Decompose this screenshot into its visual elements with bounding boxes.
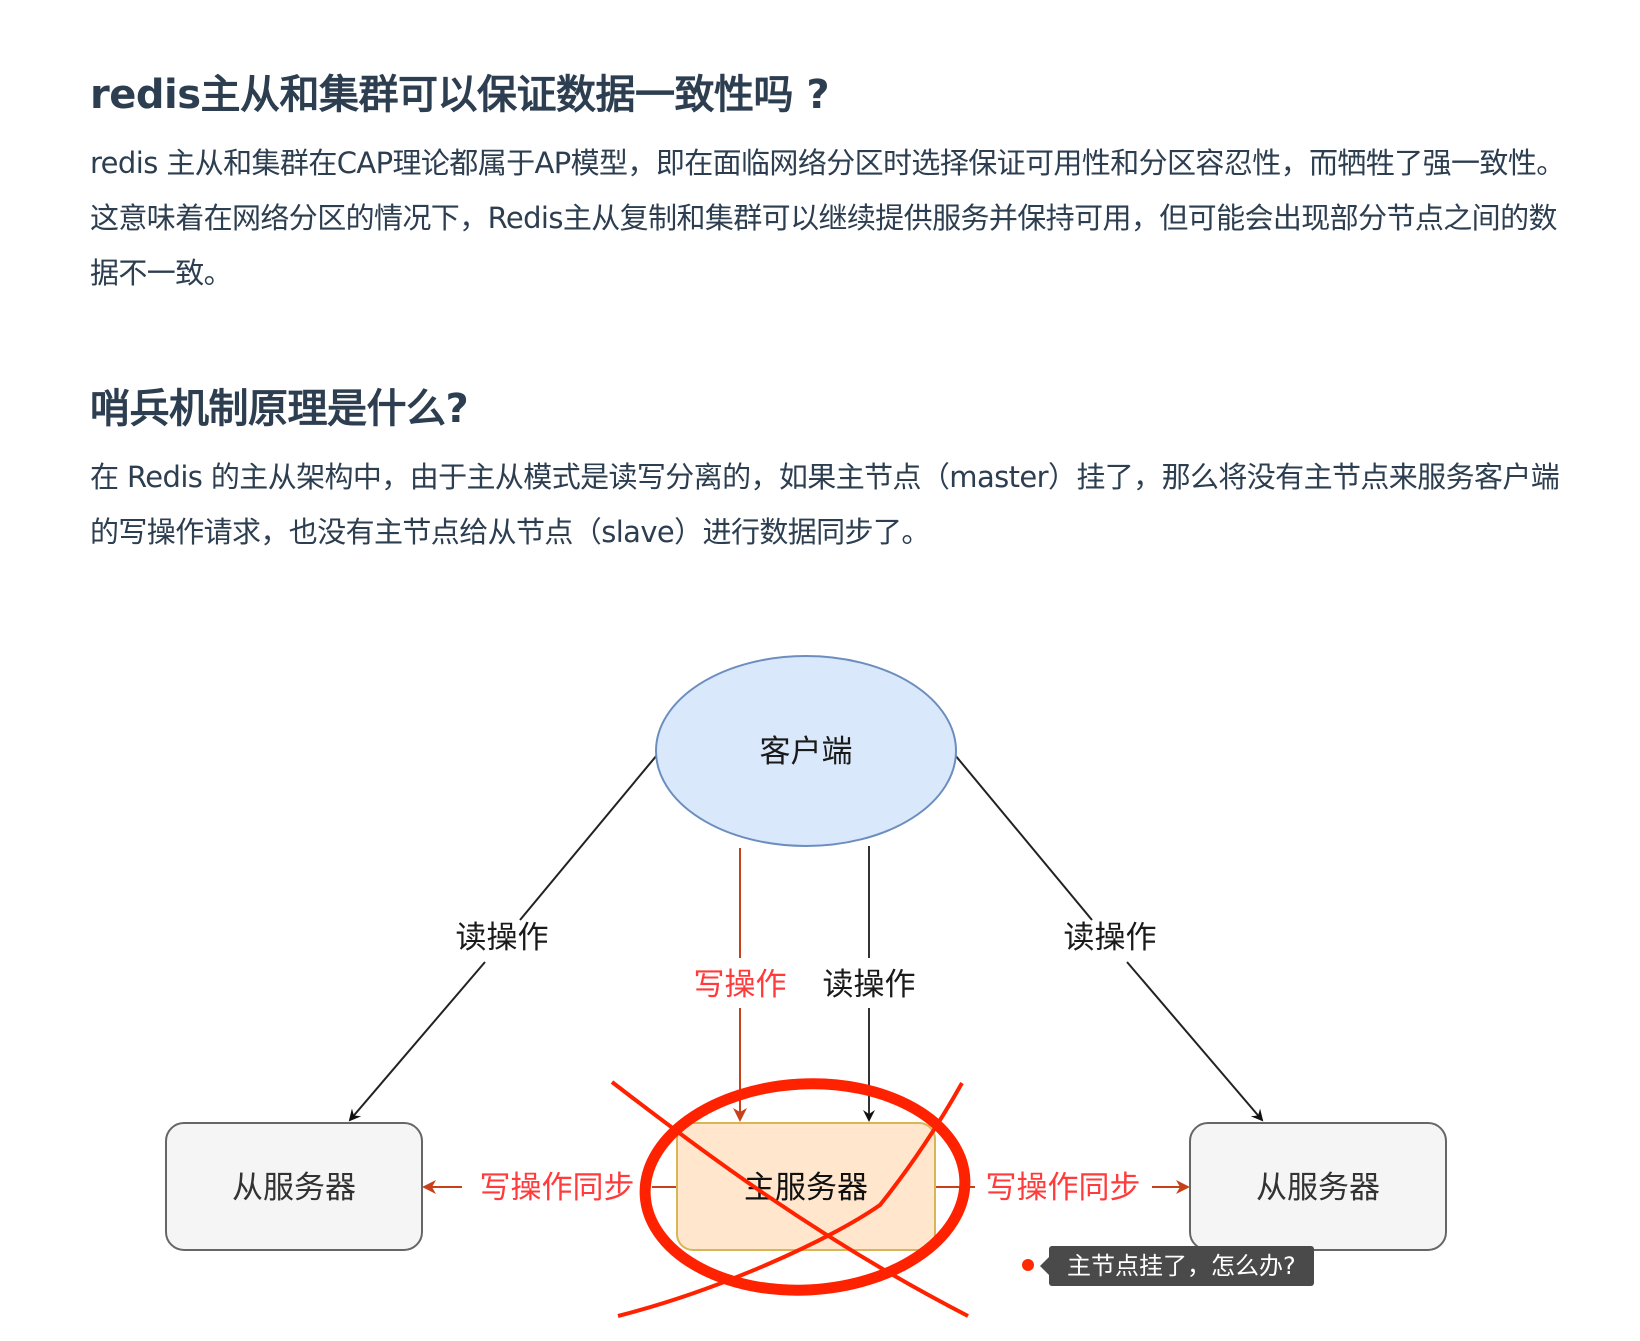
read-arrow-left	[348, 754, 658, 1122]
write-label-center: 写操作	[694, 967, 787, 1003]
annotation-marker-dot[interactable]	[1022, 1259, 1034, 1271]
client-label: 客户端	[760, 734, 853, 770]
paragraph-sentinel-intro: 在 Redis 的主从架构中，由于主从模式是读写分离的，如果主节点（master…	[90, 460, 1560, 549]
read-label-center: 读操作	[823, 967, 916, 1003]
master-label: 主服务器	[744, 1170, 868, 1206]
sync-label-right: 写操作同步	[986, 1170, 1141, 1206]
master-node: 主服务器	[676, 1122, 936, 1251]
client-node: 客户端	[655, 655, 957, 847]
read-label-right: 读操作	[1064, 920, 1157, 956]
sync-label-left: 写操作同步	[480, 1170, 635, 1206]
slave-node-left: 从服务器	[165, 1122, 423, 1251]
paragraph-cap-theory: redis 主从和集群在CAP理论都属于AP模型，即在面临网络分区时选择保证可用…	[90, 146, 1565, 290]
red-cross-mark-a	[610, 1080, 969, 1318]
annotation-tooltip: 主节点挂了，怎么办?	[1040, 1246, 1314, 1286]
slave-node-right: 从服务器	[1189, 1122, 1447, 1251]
red-cross-mark-b	[617, 1082, 964, 1318]
read-label-left: 读操作	[456, 920, 549, 956]
heading-sentinel-principle: 哨兵机制原理是什么?	[90, 386, 469, 432]
failure-annotation	[610, 1078, 971, 1318]
heading-redis-consistency: redis主从和集群可以保证数据一致性吗 ?	[90, 72, 830, 118]
slave-left-label: 从服务器	[232, 1170, 356, 1206]
slave-right-label: 从服务器	[1256, 1170, 1380, 1206]
red-circle-mark	[639, 1078, 971, 1296]
read-arrow-right	[954, 754, 1264, 1122]
